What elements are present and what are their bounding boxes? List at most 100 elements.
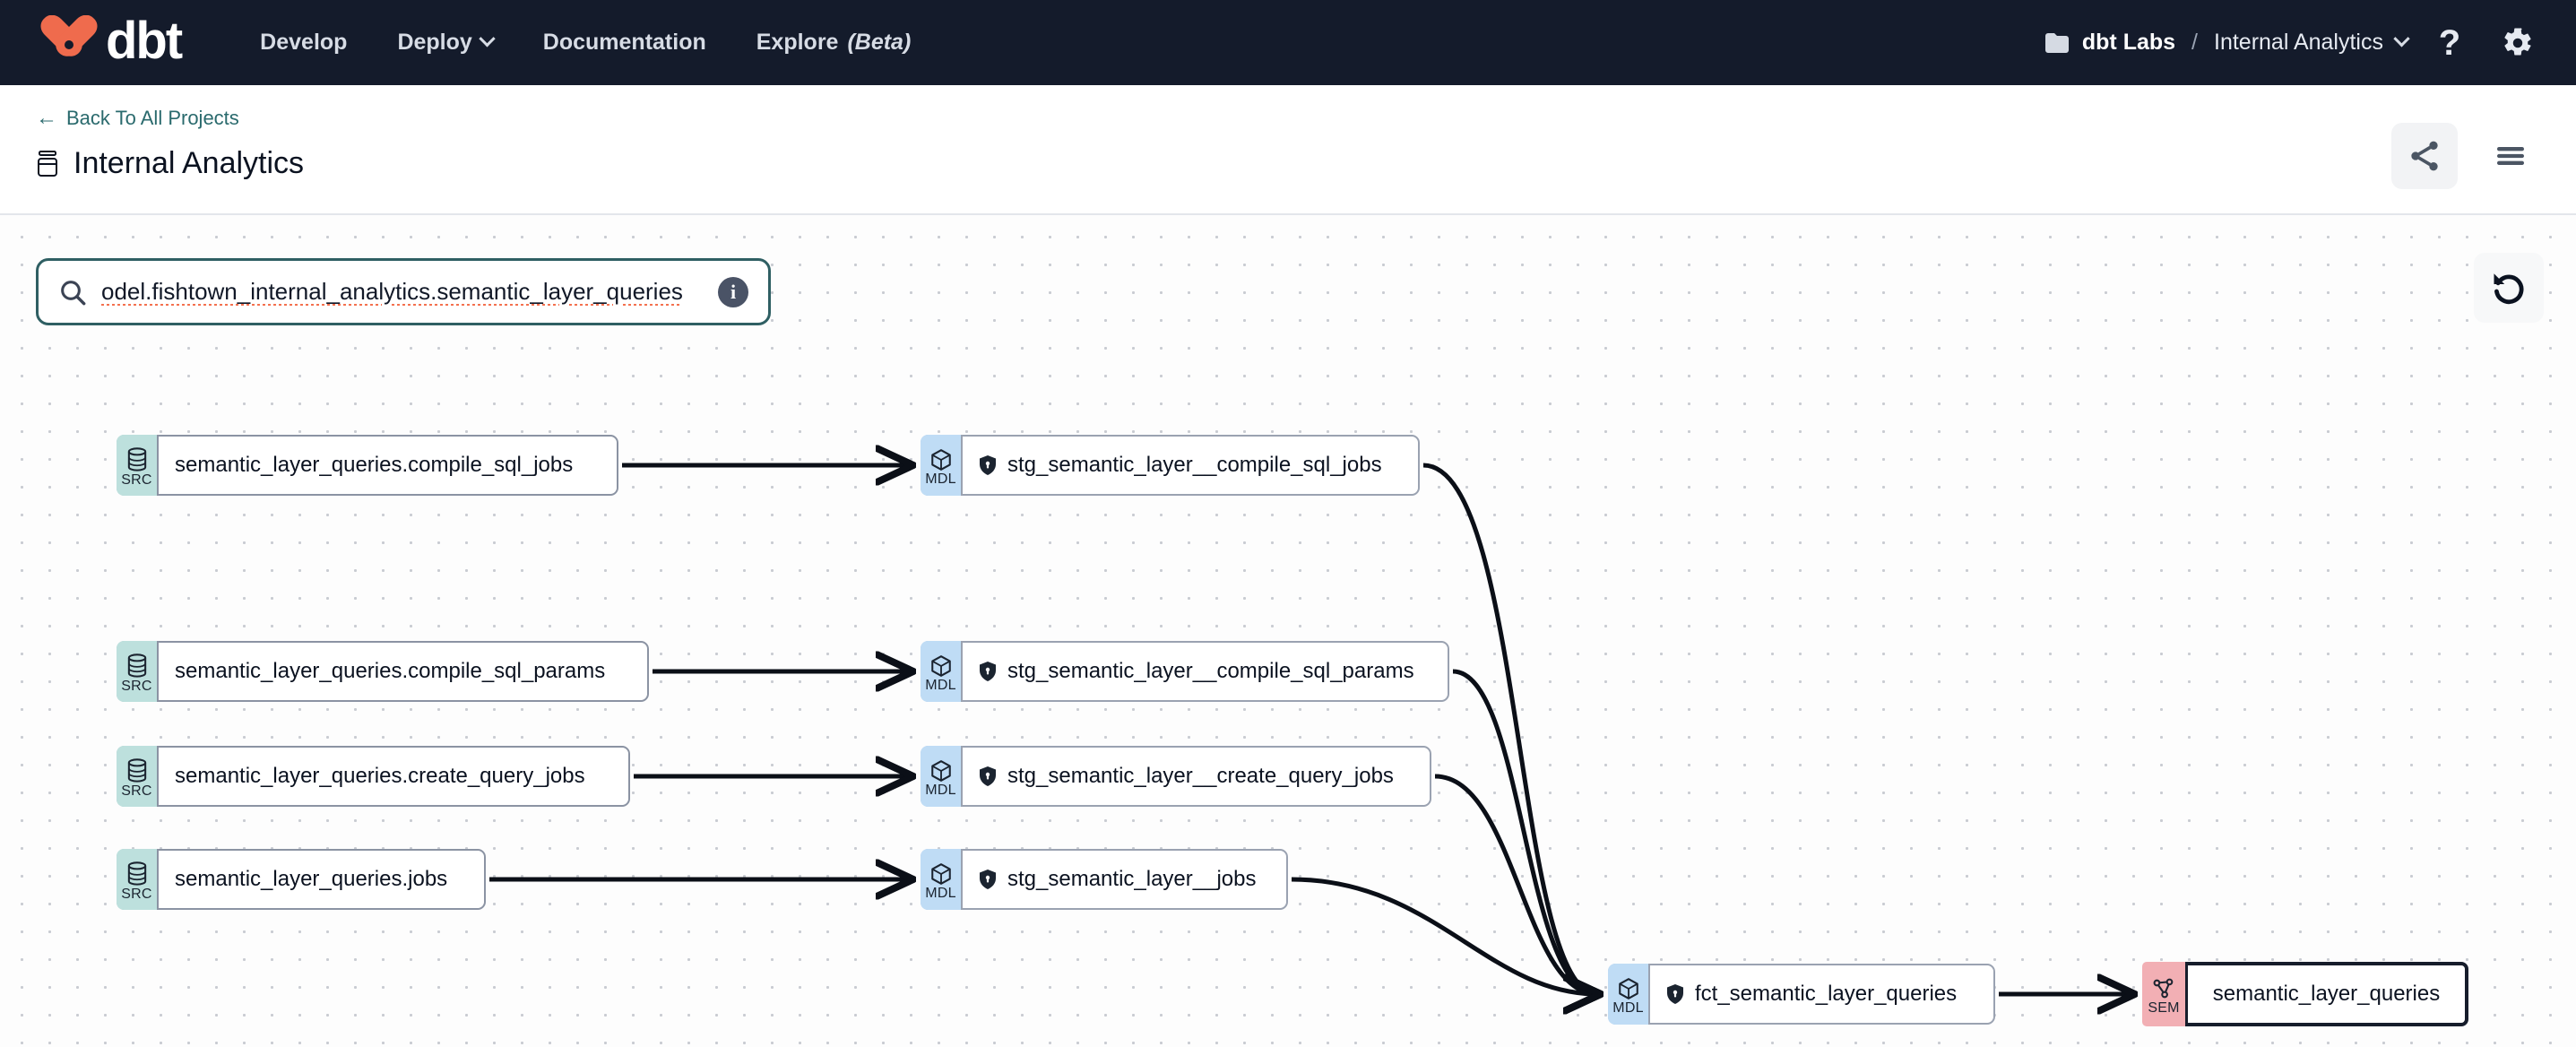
nav-item-deploy-label: Deploy <box>397 30 472 55</box>
node-body: stg_semantic_layer__jobs <box>963 851 1286 908</box>
jar-icon <box>38 150 57 177</box>
database-cylinder-icon <box>127 861 146 886</box>
reset-undo-icon <box>2494 273 2524 305</box>
node-type-label: SRC <box>121 783 152 799</box>
node-type-label: MDL <box>925 782 956 798</box>
breadcrumb-project[interactable]: Internal Analytics <box>2214 30 2410 56</box>
breadcrumb-organization-label: dbt Labs <box>2081 30 2176 55</box>
project-subheader: ← Back To All Projects Internal Analytic… <box>0 85 2576 215</box>
breadcrumb-organization[interactable]: dbt Labs <box>2044 30 2175 56</box>
lineage-node-src-compile-sql-params[interactable]: SRC semantic_layer_queries.compile_sql_p… <box>117 641 649 702</box>
shield-lock-icon <box>1667 984 1683 1004</box>
node-type-label: MDL <box>925 885 956 901</box>
node-type-badge-src: SRC <box>117 746 159 807</box>
shield-lock-icon <box>980 870 996 889</box>
cube-icon <box>930 759 951 782</box>
node-type-badge-src: SRC <box>117 435 159 496</box>
shield-lock-icon <box>980 455 996 475</box>
node-body: semantic_layer_queries.create_query_jobs <box>159 748 628 805</box>
node-label: stg_semantic_layer__compile_sql_params <box>1007 659 1414 683</box>
nav-item-documentation-label: Documentation <box>542 30 706 55</box>
breadcrumb-separator: / <box>2191 30 2198 55</box>
node-body: fct_semantic_layer_queries <box>1650 965 1993 1023</box>
search-info-icon[interactable]: i <box>718 276 748 307</box>
top-navigation-bar: dbt Develop Deploy Documentation Explore… <box>0 0 2576 85</box>
nav-item-documentation[interactable]: Documentation <box>518 21 731 65</box>
page-title: Internal Analytics <box>73 146 305 180</box>
lineage-node-sem-semantic-layer-queries[interactable]: SEM semantic_layer_queries <box>2142 962 2468 1026</box>
chevron-down-icon <box>2393 30 2410 48</box>
share-graph-icon <box>2411 141 2438 171</box>
header-action-buttons <box>2391 123 2544 189</box>
lineage-node-mdl-stg-create-query-jobs[interactable]: MDL stg_semantic_layer__create_query_job… <box>921 746 1431 807</box>
lineage-node-mdl-fct-semantic-layer-queries[interactable]: MDL fct_semantic_layer_queries <box>1608 964 1995 1025</box>
lineage-node-src-create-query-jobs[interactable]: SRC semantic_layer_queries.create_query_… <box>117 746 630 807</box>
dbt-logo-wordmark: dbt <box>106 11 183 70</box>
node-type-label: MDL <box>925 677 956 693</box>
lineage-search-box[interactable]: odel.fishtown_internal_analytics.semanti… <box>36 258 771 325</box>
help-button[interactable]: ? <box>2424 17 2476 69</box>
search-icon <box>61 280 86 305</box>
database-cylinder-icon <box>127 757 146 783</box>
node-type-label: SRC <box>121 678 152 694</box>
back-to-all-projects-link[interactable]: ← Back To All Projects <box>36 107 239 130</box>
node-label: semantic_layer_queries <box>2212 982 2441 1006</box>
node-body: semantic_layer_queries.compile_sql_param… <box>159 643 647 700</box>
dbt-logo[interactable]: dbt <box>36 0 183 85</box>
dbt-logo-icon <box>40 14 98 56</box>
page-title-row: Internal Analytics <box>36 146 304 181</box>
node-type-label: MDL <box>925 471 956 487</box>
node-type-badge-sem: SEM <box>2142 962 2188 1026</box>
nav-item-deploy[interactable]: Deploy <box>372 21 517 65</box>
cube-icon <box>930 654 951 677</box>
nav-item-develop-label: Develop <box>260 30 348 55</box>
cube-icon <box>1618 977 1638 999</box>
lineage-node-src-jobs[interactable]: SRC semantic_layer_queries.jobs <box>117 849 486 910</box>
lineage-canvas[interactable]: odel.fishtown_internal_analytics.semanti… <box>0 215 2576 1047</box>
settings-button[interactable] <box>2492 17 2544 69</box>
node-body: semantic_layer_queries <box>2188 965 2465 1023</box>
back-to-all-projects-label: Back To All Projects <box>66 107 239 129</box>
node-label: stg_semantic_layer__jobs <box>1007 867 1257 891</box>
lineage-node-mdl-stg-jobs[interactable]: MDL stg_semantic_layer__jobs <box>921 849 1288 910</box>
node-type-label: SEM <box>2148 999 2180 1016</box>
question-mark-icon: ? <box>2438 22 2461 63</box>
node-body: stg_semantic_layer__compile_sql_params <box>963 643 1448 700</box>
semantic-graph-icon <box>2153 978 2174 998</box>
node-label: semantic_layer_queries.jobs <box>175 867 448 891</box>
chevron-down-icon <box>479 30 496 48</box>
node-body: stg_semantic_layer__compile_sql_jobs <box>963 437 1418 494</box>
node-type-label: MDL <box>1612 999 1644 1016</box>
hamburger-menu-icon <box>2497 147 2524 165</box>
node-type-badge-mdl: MDL <box>921 641 963 702</box>
shield-lock-icon <box>980 766 996 786</box>
node-body: stg_semantic_layer__create_query_jobs <box>963 748 1430 805</box>
node-type-badge-src: SRC <box>117 849 159 910</box>
folder-icon <box>2044 32 2069 53</box>
menu-button[interactable] <box>2477 123 2544 189</box>
lineage-edges <box>489 215 2576 1047</box>
database-cylinder-icon <box>127 653 146 678</box>
cube-icon <box>930 448 951 471</box>
node-type-badge-mdl: MDL <box>921 849 963 910</box>
lineage-view-button[interactable] <box>2391 123 2458 189</box>
node-type-badge-mdl: MDL <box>921 435 963 496</box>
nav-item-explore-beta-badge: (Beta) <box>847 30 912 55</box>
node-type-badge-mdl: MDL <box>1608 964 1650 1025</box>
arrow-left-icon: ← <box>36 106 57 130</box>
nav-item-explore[interactable]: Explore (Beta) <box>731 21 937 65</box>
node-type-badge-mdl: MDL <box>921 746 963 807</box>
nav-right-cluster: dbt Labs / Internal Analytics ? <box>2044 17 2544 69</box>
lineage-search-input[interactable]: odel.fishtown_internal_analytics.semanti… <box>101 278 683 305</box>
cube-icon <box>930 862 951 885</box>
node-type-badge-src: SRC <box>117 641 159 702</box>
database-cylinder-icon <box>127 446 146 472</box>
lineage-node-src-compile-sql-jobs[interactable]: SRC semantic_layer_queries.compile_sql_j… <box>117 435 618 496</box>
nav-item-develop[interactable]: Develop <box>235 21 372 65</box>
nav-item-explore-label: Explore <box>756 30 839 55</box>
node-body: semantic_layer_queries.compile_sql_jobs <box>159 437 617 494</box>
lineage-node-mdl-stg-compile-sql-jobs[interactable]: MDL stg_semantic_layer__compile_sql_jobs <box>921 435 1420 496</box>
reset-view-button[interactable] <box>2474 253 2544 323</box>
node-label: stg_semantic_layer__create_query_jobs <box>1007 764 1394 788</box>
lineage-node-mdl-stg-compile-sql-params[interactable]: MDL stg_semantic_layer__compile_sql_para… <box>921 641 1449 702</box>
